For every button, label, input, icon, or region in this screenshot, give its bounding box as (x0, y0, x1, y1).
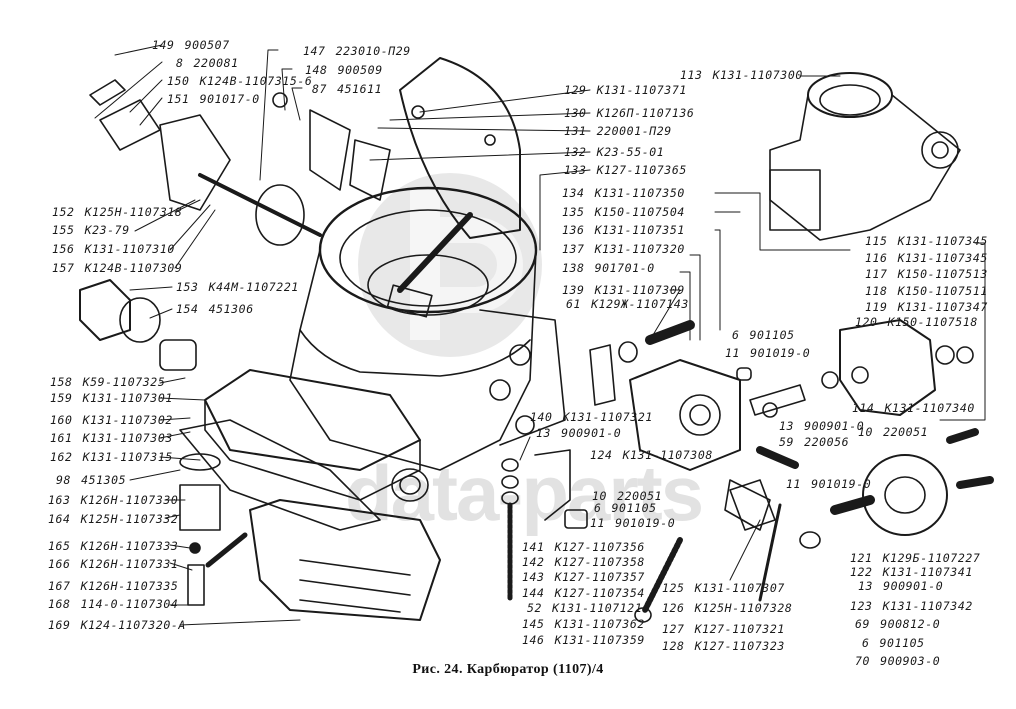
leader-lines (94, 44, 986, 626)
carburetor-assembly-thumbnail (769, 72, 961, 241)
springs-and-rods (501, 449, 782, 623)
figure-caption: Рис. 24. Карбюратор (1107)/4 (412, 662, 604, 677)
air-damper-plate (399, 57, 521, 239)
throttle-linkage (89, 79, 391, 246)
economizer-diaphragm (799, 319, 994, 549)
accelerator-pump (589, 320, 806, 531)
jet-plug (79, 279, 248, 606)
carburetor-body (179, 186, 566, 531)
float-chamber (249, 499, 441, 621)
